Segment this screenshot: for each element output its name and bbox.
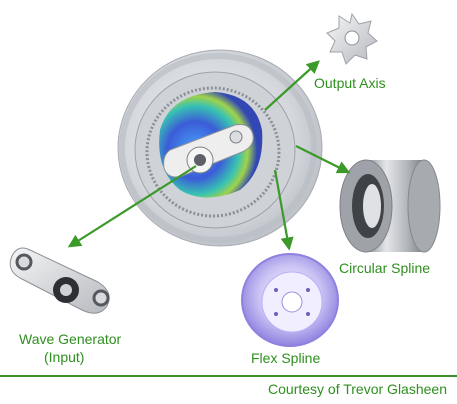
arrow-to-wave-generator: [67, 165, 197, 248]
connector-arrows: [67, 60, 351, 251]
label-wave-generator-input: (Input): [44, 349, 85, 365]
harmonic-drive-assembly: [117, 49, 323, 247]
label-flex-spline: Flex Spline: [251, 350, 321, 366]
wave-generator-part: [9, 247, 110, 314]
label-circular-spline: Circular Spline: [339, 260, 431, 276]
output-axis-part: [326, 12, 378, 65]
footer-divider: [0, 375, 457, 377]
image-credit: Courtesy of Trevor Glasheen: [268, 381, 447, 397]
label-output-axis: Output Axis: [314, 75, 386, 91]
arrow-to-flex-spline: [273, 169, 294, 251]
label-wave-generator: Wave Generator: [19, 331, 122, 347]
flex-spline-part: [241, 253, 339, 347]
arrow-to-output-axis: [264, 60, 320, 111]
arrow-to-circular-spline: [295, 145, 351, 174]
circular-spline-part: [339, 159, 441, 253]
